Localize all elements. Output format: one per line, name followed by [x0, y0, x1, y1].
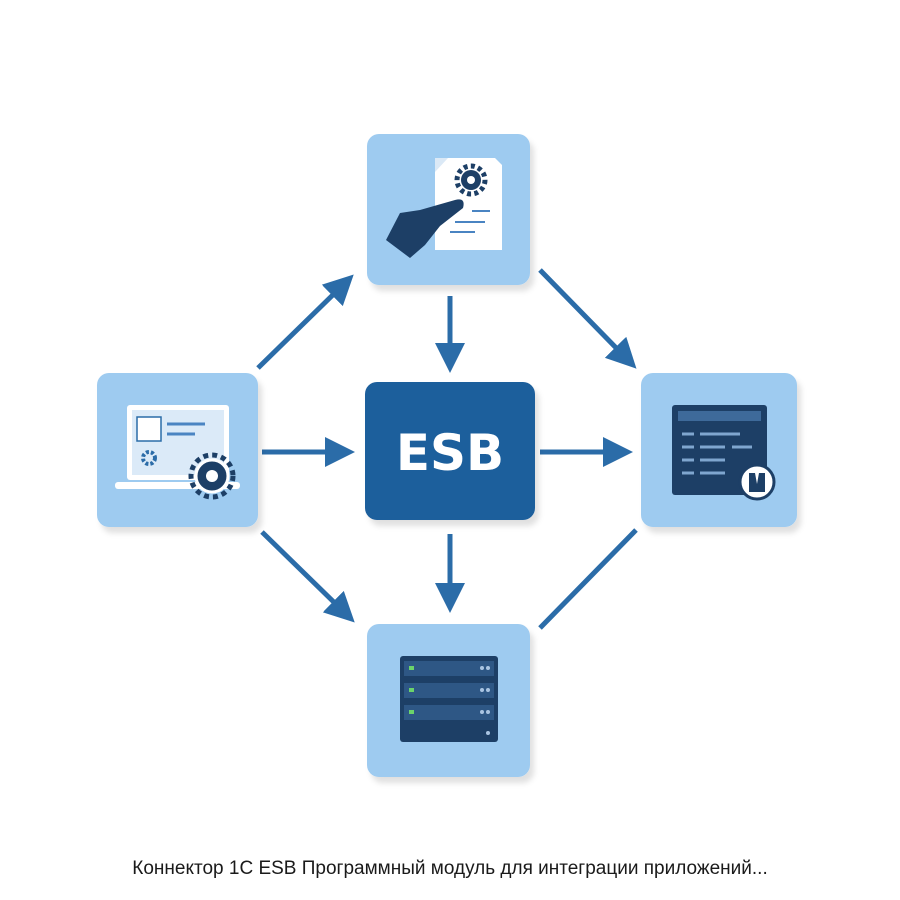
node-application [97, 373, 258, 527]
arrow-document-to-table [538, 268, 637, 369]
table-app-icon [672, 405, 776, 501]
esb-label: ESB [396, 424, 504, 482]
document-gear-hand-icon [386, 158, 502, 258]
arrow-app-to-document [256, 274, 354, 370]
node-data-table [641, 373, 797, 527]
node-server [367, 624, 530, 777]
laptop-gear-icon [115, 405, 240, 500]
caption: Коннектор 1С ESB Программный модуль для … [132, 858, 768, 879]
line-server-to-table [538, 528, 638, 630]
server-rack-icon [400, 656, 498, 742]
arrow-app-to-server [260, 530, 355, 623]
node-esb: ESB [365, 382, 535, 520]
node-document-settings [367, 134, 530, 285]
